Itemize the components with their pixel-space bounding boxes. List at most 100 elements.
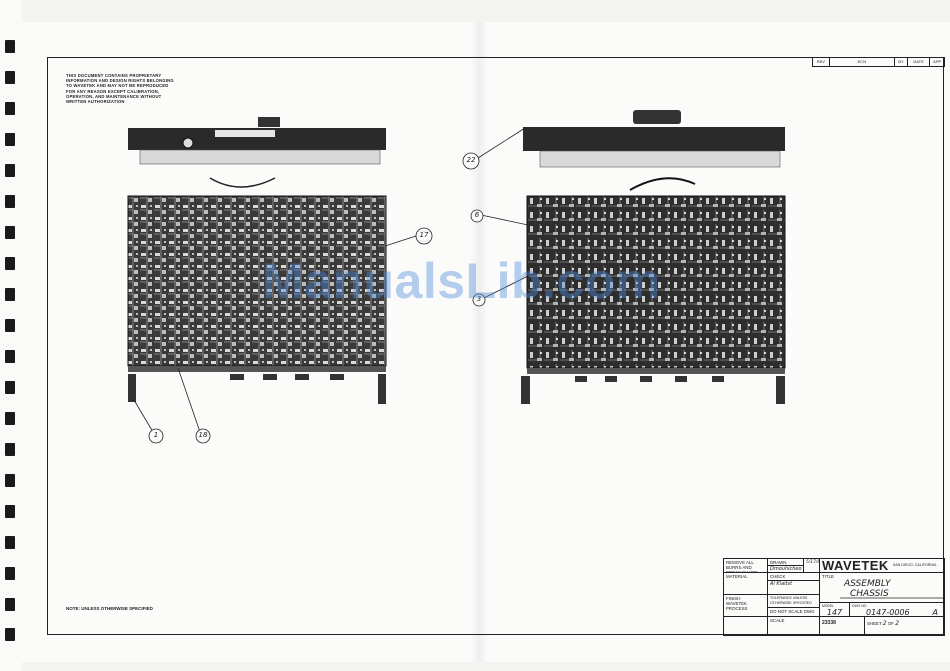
callout-3: 3 bbox=[476, 295, 482, 303]
binding-hole bbox=[5, 319, 15, 332]
right-cable bbox=[629, 177, 696, 191]
binding-hole bbox=[5, 536, 15, 549]
binding-hole bbox=[5, 102, 15, 115]
left-connector bbox=[215, 130, 275, 137]
title-block: REMOVE ALL BURRS AND BREAK SHARP EDGES D… bbox=[723, 558, 945, 636]
right-chassis bbox=[521, 110, 786, 404]
leader-lines bbox=[133, 127, 541, 433]
left-handle bbox=[258, 117, 280, 127]
app-header: APP bbox=[930, 57, 945, 66]
remove-burrs-note: REMOVE ALL BURRS AND BREAK SHARP EDGES bbox=[724, 559, 768, 573]
drawn-date: 5/17/81 bbox=[804, 559, 820, 573]
model-number: 147 bbox=[826, 608, 843, 617]
binding-strip bbox=[0, 0, 22, 671]
binding-hole bbox=[5, 133, 15, 146]
watermark: ManualsLib.com bbox=[262, 253, 661, 309]
left-front-edge bbox=[128, 366, 386, 372]
page-fold bbox=[470, 22, 488, 662]
binding-hole bbox=[5, 350, 15, 363]
right-bracket bbox=[776, 376, 785, 404]
drawing-border bbox=[47, 57, 944, 635]
binding-hole bbox=[5, 381, 15, 394]
approved-by: Al Klaitst bbox=[768, 581, 820, 595]
right-front-edge bbox=[527, 368, 785, 374]
finish-label: FINISH bbox=[726, 596, 741, 601]
left-knob bbox=[182, 137, 194, 149]
right-handle bbox=[633, 110, 681, 124]
binding-hole bbox=[5, 443, 15, 456]
finish-cell: FINISH WAVETEK PROCESS bbox=[724, 595, 768, 617]
binding-hole bbox=[5, 412, 15, 425]
sheet-cell: SHEET 2 OF 2 bbox=[865, 617, 945, 636]
binding-hole bbox=[5, 257, 15, 270]
binding-hole bbox=[5, 628, 15, 641]
dwg-label: DWG NO. bbox=[852, 604, 868, 608]
check-label: CHECK bbox=[768, 573, 820, 581]
dwg-cell: DWG NO. 0147-0006 A bbox=[850, 603, 945, 617]
title-cell: TITLE ASSEMBLY CHASSIS bbox=[820, 573, 945, 603]
callout-18: 18 bbox=[198, 431, 208, 439]
binding-hole bbox=[5, 226, 15, 239]
right-bracket bbox=[521, 376, 530, 404]
left-front-control bbox=[230, 374, 244, 380]
callout-17: 17 bbox=[419, 231, 429, 239]
finish-value: WAVETEK PROCESS bbox=[726, 601, 748, 611]
sheet-label: SHEET bbox=[867, 621, 882, 626]
right-front-control bbox=[675, 376, 687, 382]
left-front-control bbox=[330, 374, 344, 380]
right-front-control bbox=[712, 376, 724, 382]
left-cable bbox=[209, 177, 276, 188]
tolerance-label: TOLERANCE UNLESS OTHERWISE SPECIFIED bbox=[768, 595, 820, 608]
drawn-by: Dmouhicheo bbox=[768, 566, 804, 573]
right-front-control bbox=[575, 376, 587, 382]
by-header: BY bbox=[895, 57, 908, 66]
date-header: DATE bbox=[908, 57, 931, 66]
ecn-header: ECN bbox=[830, 57, 896, 66]
right-rail bbox=[539, 150, 781, 168]
binding-hole bbox=[5, 40, 15, 53]
binding-hole bbox=[5, 195, 15, 208]
drawing-number: 0147-0006 bbox=[866, 608, 910, 617]
binding-hole bbox=[5, 288, 15, 301]
blank-cell bbox=[724, 617, 768, 636]
binding-hole bbox=[5, 598, 15, 611]
left-front-control bbox=[263, 374, 277, 380]
sheet-total: 2 bbox=[895, 620, 900, 627]
company-logo: WAVETEK bbox=[822, 559, 889, 573]
left-chassis bbox=[127, 117, 387, 404]
callout-22: 22 bbox=[466, 156, 476, 164]
callout-circles bbox=[148, 152, 486, 444]
sheet-number: 2 bbox=[882, 620, 887, 627]
company-cell: WAVETEK SAN DIEGO, CALIFORNIA bbox=[820, 559, 945, 573]
scale-label: SCALE bbox=[768, 617, 820, 636]
drawing-revision: A bbox=[932, 608, 938, 617]
rev-header: REV bbox=[813, 57, 830, 66]
title-line-1: ASSEMBLY bbox=[844, 579, 891, 589]
model-label: MODEL bbox=[822, 604, 835, 608]
drawn-label: DRAWN bbox=[768, 559, 804, 566]
callout-6: 6 bbox=[474, 211, 480, 219]
company-location: SAN DIEGO, CALIFORNIA bbox=[892, 563, 937, 567]
material-label: MATERIAL bbox=[724, 573, 768, 595]
code-ident: 23338 bbox=[820, 617, 865, 636]
binding-hole bbox=[5, 474, 15, 487]
binding-hole bbox=[5, 567, 15, 580]
left-bracket bbox=[128, 374, 136, 402]
title-label: TITLE bbox=[822, 574, 834, 579]
title-line-2: CHASSIS bbox=[850, 589, 889, 599]
of-label: OF bbox=[887, 621, 894, 626]
left-rail bbox=[139, 149, 381, 165]
binding-hole bbox=[5, 71, 15, 84]
right-rear-panel bbox=[523, 127, 785, 151]
binding-hole bbox=[5, 164, 15, 177]
left-front-control bbox=[295, 374, 309, 380]
proprietary-note: THIS DOCUMENT CONTAINS PROPRIETARY INFOR… bbox=[66, 73, 174, 105]
general-note: NOTE: UNLESS OTHERWISE SPECIFIED bbox=[66, 606, 153, 611]
left-bracket bbox=[378, 374, 386, 404]
right-front-control bbox=[605, 376, 617, 382]
revision-block: REV ECN BY DATE APP bbox=[812, 57, 945, 67]
left-circuit-board bbox=[127, 195, 387, 367]
right-circuit-board bbox=[526, 195, 786, 369]
model-cell: MODEL 147 bbox=[820, 603, 850, 617]
